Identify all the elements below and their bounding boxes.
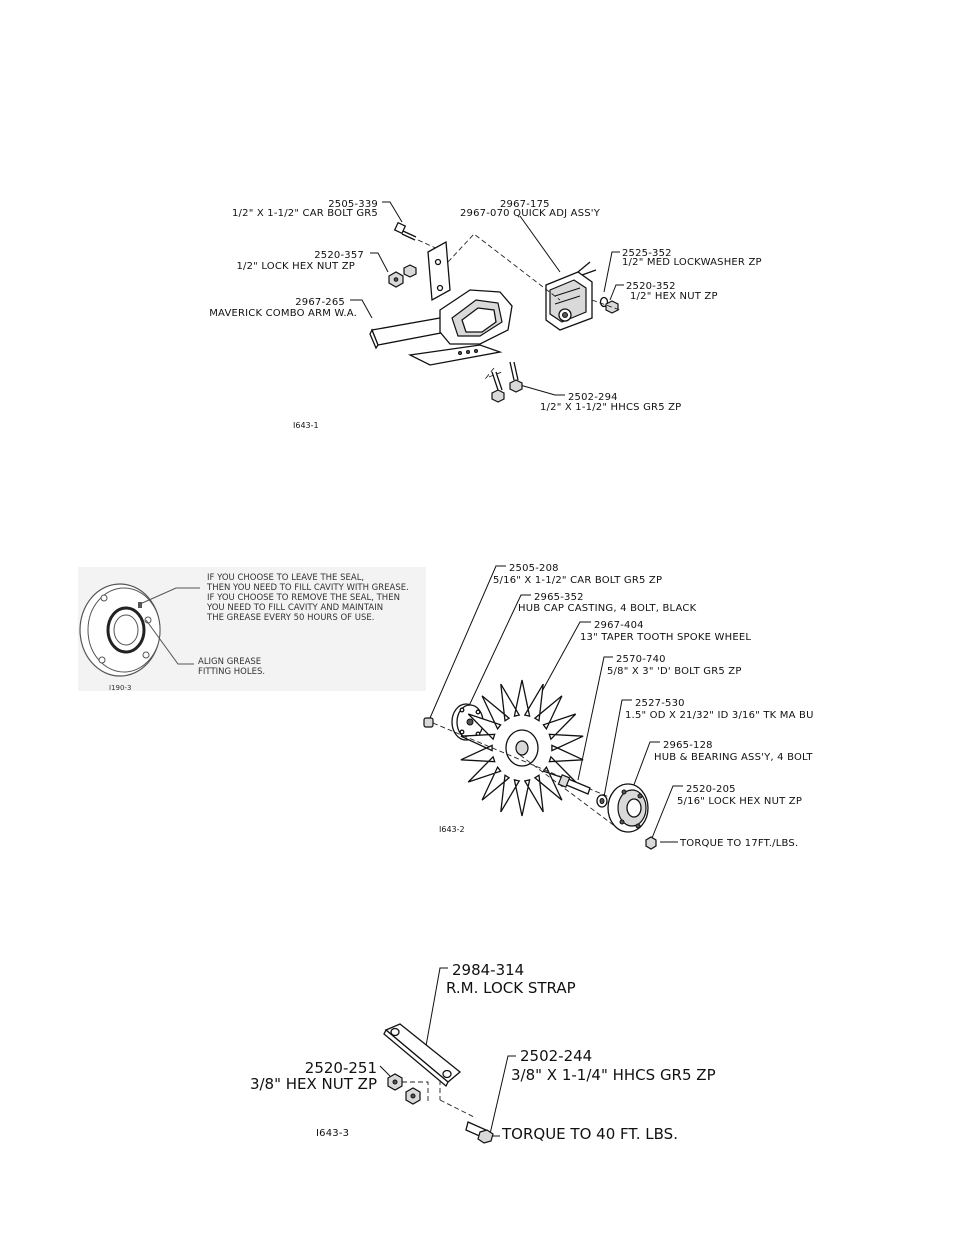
assembly-line — [432, 722, 641, 811]
callout-desc: R.M. LOCK STRAP — [446, 979, 576, 997]
leader-line — [519, 215, 561, 273]
hhcs-bolt-part — [509, 361, 523, 393]
callout-desc: 1.5" OD X 21/32" ID 3/16" TK MA BU — [625, 710, 814, 721]
callout-desc: 5/16" X 1-1/2" CAR BOLT GR5 ZP — [493, 575, 662, 586]
leader-line — [145, 619, 194, 665]
torque-note: TORQUE TO 40 FT. LBS. — [501, 1125, 678, 1143]
hhcs-bolt-part — [491, 371, 505, 403]
leader-line — [350, 299, 373, 319]
callout-desc: 5/16" LOCK HEX NUT ZP — [677, 796, 802, 807]
wheel-center-hole — [515, 740, 529, 756]
callout-desc: 1/2" HEX NUT ZP — [630, 291, 718, 302]
callout-num: 2965-128 — [663, 740, 713, 751]
lock-hex-nut-part — [388, 271, 404, 288]
leader-line — [603, 251, 620, 293]
leader-line — [539, 621, 591, 696]
figure-id: I643-2 — [439, 825, 465, 834]
callout-num: 2520-205 — [686, 784, 736, 795]
callout-desc: HUB & BEARING ASS'Y, 4 BOLT — [654, 752, 813, 763]
leader-line — [139, 587, 200, 605]
quick-adjust-assembly-part — [545, 261, 597, 331]
carriage-bolt-part — [393, 221, 417, 241]
leader-line — [425, 967, 448, 1047]
callout-num: 2520-352 — [626, 281, 676, 292]
callout-num: 2967-265 — [295, 297, 345, 308]
callout-num: 2505-208 — [509, 563, 559, 574]
callout-desc: 13" TAPER TOOTH SPOKE WHEEL — [580, 632, 751, 643]
callout-desc: 3/8" X 1-1/4" HHCS GR5 ZP — [511, 1066, 716, 1084]
leader-line — [609, 284, 624, 301]
callout-desc: 1/2" X 1-1/2" CAR BOLT GR5 — [232, 208, 378, 219]
lock-hex-nut-part — [645, 836, 657, 850]
callout-desc: 1/2" MED LOCKWASHER ZP — [622, 257, 762, 268]
align-line: ALIGN GREASE — [198, 657, 261, 667]
assembly-line — [447, 233, 561, 301]
lock-strap-part — [383, 1023, 462, 1088]
callout-num: 2502-294 — [568, 392, 618, 403]
assembly-line — [519, 754, 621, 831]
align-line: FITTING HOLES. — [198, 667, 265, 677]
diagram-lock-strap: 2984-314 R.M. LOCK STRAP 2520-251 3/8" H… — [250, 961, 716, 1144]
callout-num: 2527-530 — [635, 698, 685, 709]
callout-desc: HUB CAP CASTING, 4 BOLT, BLACK — [518, 603, 697, 614]
leader-line — [370, 252, 389, 273]
figure-id: I643-3 — [316, 1128, 349, 1139]
note-line: IF YOU CHOOSE TO REMOVE THE SEAL, THEN — [207, 593, 400, 603]
diagram-arm-assembly: 2505-339 1/2" X 1-1/2" CAR BOLT GR5 2967… — [209, 199, 762, 430]
callout-desc: 3/8" HEX NUT ZP — [250, 1075, 377, 1093]
callout-desc: 1/2" X 1-1/2" HHCS GR5 ZP — [540, 402, 681, 413]
hub-flange-illustration — [79, 583, 161, 677]
hub-cap-part — [451, 703, 484, 741]
leader-line — [577, 656, 613, 781]
callout-num: 2967-175 — [500, 199, 550, 210]
diagram-spoke-wheel-assembly: 2505-208 5/16" X 1-1/2" CAR BOLT GR5 ZP … — [423, 563, 814, 850]
figure-id: I190-3 — [109, 684, 131, 692]
spoke-wheel-part — [460, 679, 584, 817]
combo-arm-part — [369, 289, 513, 366]
bushing-part — [596, 794, 608, 808]
callout-num: 2525-352 — [622, 248, 672, 259]
callout-desc: 1/2" LOCK HEX NUT ZP — [236, 261, 355, 272]
leader-line — [603, 699, 632, 798]
hex-nut-part — [387, 1073, 403, 1091]
leader-line — [489, 1055, 516, 1135]
leader-line — [519, 384, 565, 396]
callout-num: 2967-404 — [594, 620, 644, 631]
car-bolt-part — [423, 717, 434, 728]
leader-line — [467, 594, 531, 709]
callout-desc: MAVERICK COMBO ARM W.A. — [209, 308, 357, 319]
callout-desc: 5/8" X 3" 'D' BOLT GR5 ZP — [607, 666, 742, 677]
leader-line — [429, 565, 506, 719]
callout-num: 2965-352 — [534, 592, 584, 603]
lock-hex-nut-part — [403, 264, 417, 278]
bracket-plate-part — [427, 240, 451, 302]
hub-bearing-part — [607, 783, 649, 833]
leader-line — [382, 201, 403, 223]
callout-num: 2505-339 — [328, 199, 378, 210]
assembly-line — [439, 1099, 477, 1119]
assembly-line — [484, 367, 503, 379]
callout-num: 2520-357 — [314, 250, 364, 261]
figure-id: I643-1 — [293, 421, 319, 430]
hhcs-bolt-part — [465, 1121, 494, 1144]
callout-num: 2570-740 — [616, 654, 666, 665]
leader-line — [631, 741, 660, 791]
leader-line — [379, 1065, 391, 1077]
leader-line — [651, 785, 683, 839]
hex-nut-part — [605, 300, 619, 314]
d-bolt-part — [557, 774, 591, 795]
callout-desc: 2967-070 QUICK ADJ ASS'Y — [460, 208, 601, 219]
inset-grease-note: IF YOU CHOOSE TO LEAVE THE SEAL, THEN YO… — [78, 567, 426, 692]
note-line: IF YOU CHOOSE TO LEAVE THE SEAL, — [207, 573, 364, 583]
callout-num: 2984-314 — [452, 961, 524, 979]
torque-note: TORQUE TO 17FT./LBS. — [679, 838, 798, 849]
note-line: YOU NEED TO FILL CAVITY AND MAINTAIN — [206, 603, 383, 613]
note-line: THE GREASE EVERY 50 HOURS OF USE. — [206, 613, 374, 623]
note-line: THEN YOU NEED TO FILL CAVITY WITH GREASE… — [206, 583, 409, 593]
hex-nut-part — [405, 1087, 421, 1105]
callout-num: 2502-244 — [520, 1047, 592, 1065]
assembly-line — [402, 1081, 429, 1104]
callout-num: 2520-251 — [305, 1059, 377, 1077]
